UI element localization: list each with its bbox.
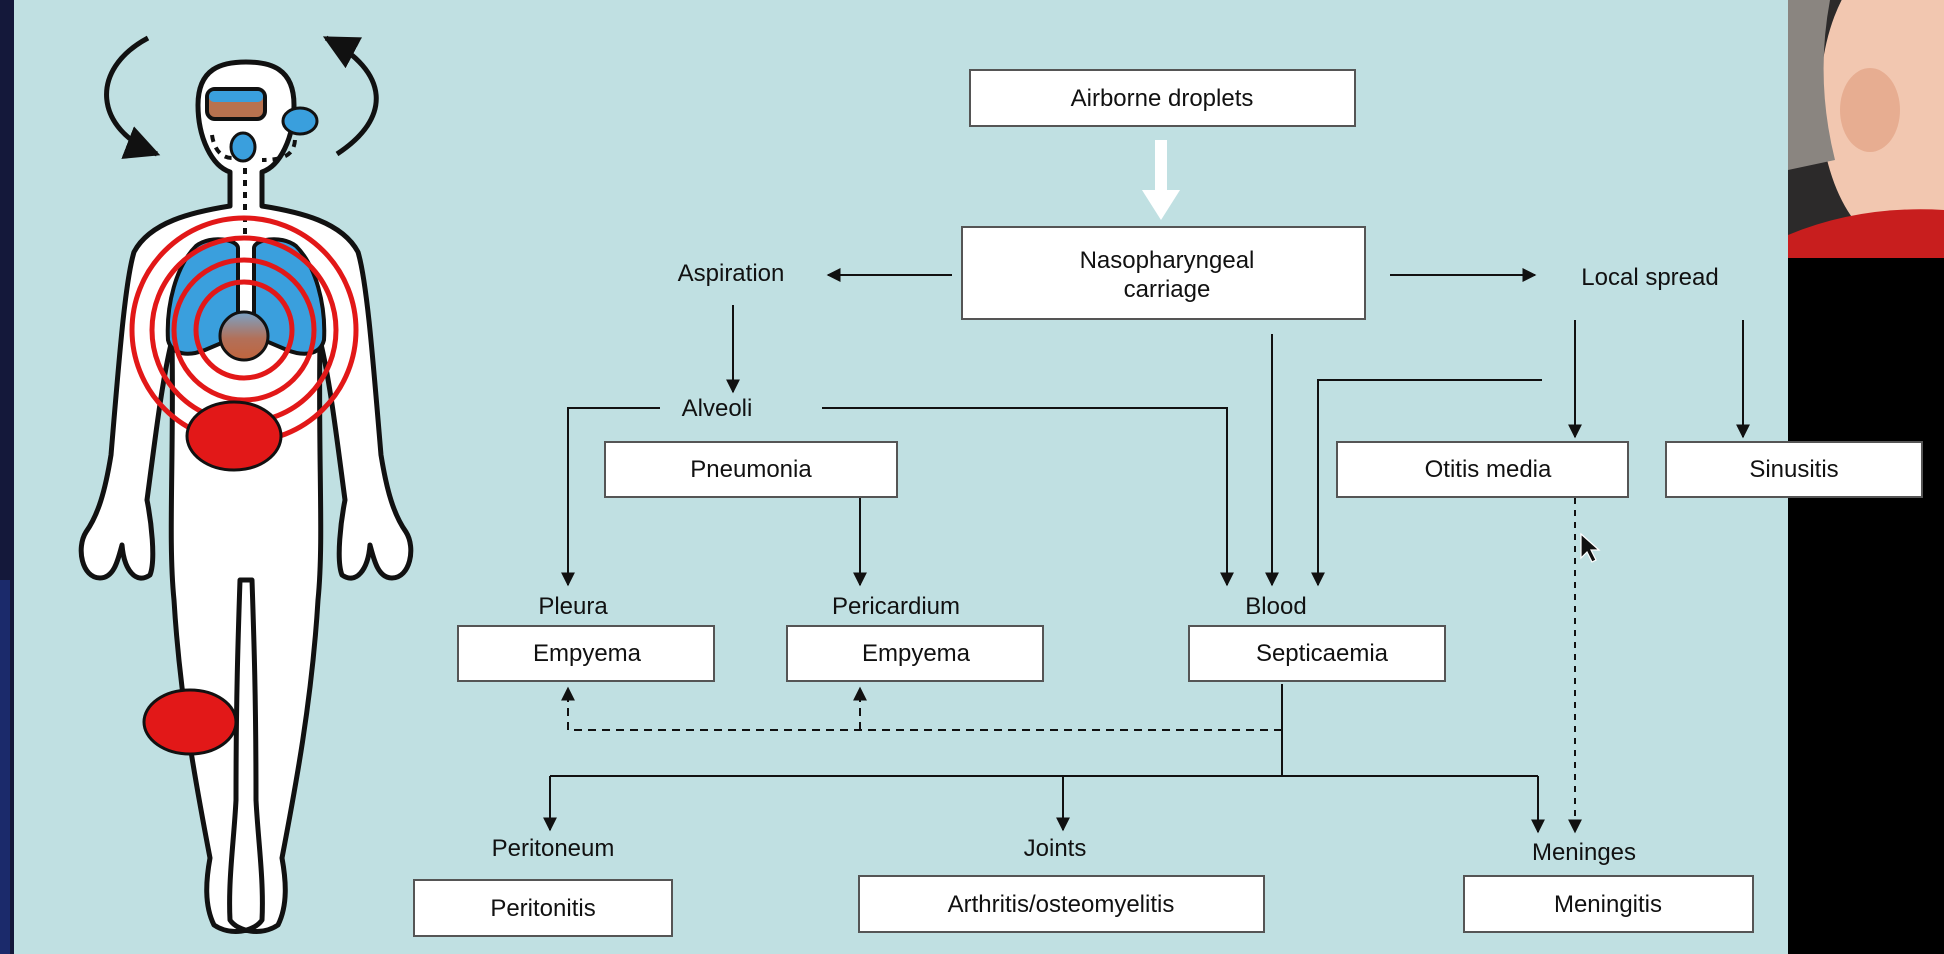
label-septicaemia: Septicaemia <box>1256 640 1389 667</box>
presenter-webcam <box>1788 0 1944 258</box>
label-alveoli: Alveoli <box>682 395 753 422</box>
box-septicaemia <box>1188 625 1446 682</box>
box-nasopharyngeal-carriage <box>961 226 1366 320</box>
label-sinusitis: Sinusitis <box>1749 456 1838 483</box>
flow-connectors <box>543 140 1750 834</box>
human-body-icon <box>78 35 414 934</box>
label-pericardium: Pericardium <box>832 593 960 620</box>
label-nasopharyngeal: Nasopharyngeal <box>1080 247 1255 274</box>
label-carriage: carriage <box>1124 276 1211 303</box>
mouse-cursor-icon <box>1580 532 1601 563</box>
box-peritonitis <box>413 879 673 937</box>
label-empyema-pleura: Empyema <box>533 640 642 667</box>
box-sinusitis <box>1665 441 1923 498</box>
flow-boxes <box>413 69 1923 937</box>
label-blood: Blood <box>1245 593 1306 620</box>
box-arthritis <box>858 875 1265 933</box>
label-local-spread: Local spread <box>1581 264 1718 291</box>
box-empyema-pleura <box>457 625 715 682</box>
label-aspiration: Aspiration <box>678 260 785 287</box>
box-airborne-droplets <box>969 69 1356 127</box>
label-pneumonia: Pneumonia <box>690 456 812 483</box>
label-empyema-pericardium: Empyema <box>862 640 971 667</box>
label-arthritis: Arthritis/osteomyelitis <box>948 891 1175 918</box>
box-empyema-pericardium <box>786 625 1044 682</box>
label-pleura: Pleura <box>538 593 608 620</box>
label-peritoneum: Peritoneum <box>492 835 615 862</box>
label-airborne-droplets: Airborne droplets <box>1071 85 1254 112</box>
box-pneumonia <box>604 441 898 498</box>
label-otitis-media: Otitis media <box>1425 456 1552 483</box>
label-meningitis: Meningitis <box>1554 891 1662 918</box>
box-meningitis <box>1463 875 1754 933</box>
label-peritonitis: Peritonitis <box>490 895 595 922</box>
box-otitis-media <box>1336 441 1629 498</box>
label-meninges: Meninges <box>1532 839 1636 866</box>
label-joints: Joints <box>1024 835 1087 862</box>
